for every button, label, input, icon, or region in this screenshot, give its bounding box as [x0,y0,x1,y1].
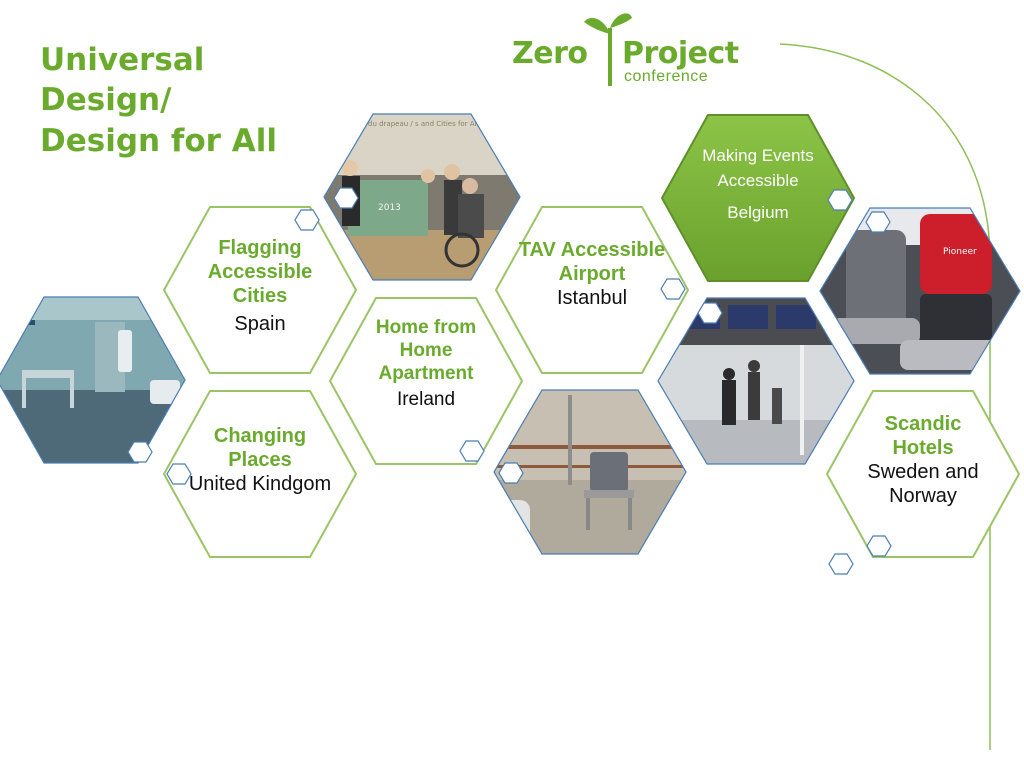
tile-label: Home from Home Apartment Ireland [351,317,501,412]
hex-tav-accessible-airport: TAV Accessible Airport Istanbul [495,206,689,374]
hex-home-from-home-apartment: Home from Home Apartment Ireland [329,297,523,465]
flag-banner-text: du drapeau / s and Cities for All » / il… [368,120,652,128]
hex-outline [329,297,523,465]
title-line-2: Design/ [40,82,172,119]
hex-scandic-hotels: Scandic Hotels Sweden and Norway [826,390,1020,558]
slide-title: Universal Design/ Design for All [40,40,277,161]
mini-hex-icon [333,187,359,209]
logo-subtitle: conference [624,68,709,85]
tile-country: Sweden and Norway [867,461,979,507]
tile-country: Istanbul [556,287,628,309]
hex-outline [163,390,357,558]
hex-outline [826,390,1020,558]
tile-label: Scandic Hotels Sweden and Norway [864,412,982,508]
accessible-bathroom-photo [0,297,185,463]
tile-heading: TAV Accessible Airport [518,239,666,285]
tile-country: United Kindgom [188,473,332,495]
logo-word-zero: Zero [512,36,588,71]
sprout-icon [584,13,632,86]
title-line-3: Design for All [40,122,277,159]
tile-heading: Flagging Accessible Cities [207,237,313,307]
hex-making-events-accessible: Making Events Accessible Belgium [661,114,855,282]
hex-outline [495,206,689,374]
tile-label: Making Events Accessible Belgium [701,144,815,226]
mini-hex-icon [498,462,524,484]
flag-year-text: 2013 [378,203,401,213]
tile-country: Belgium [727,203,789,223]
tile-label: TAV Accessible Airport Istanbul [517,238,667,310]
title-line-1: Universal [40,42,205,78]
mini-hex-icon [865,211,891,233]
tile-label: Flagging Accessible Cities Spain [185,236,335,336]
tile-country: Ireland [396,389,456,411]
tile-heading: Scandic Hotels [884,413,962,459]
seat-brand-text: Pioneer [943,247,977,257]
logo-word-project: Project [622,36,739,71]
tile-country: Spain [234,313,286,335]
hex-outline [661,114,855,282]
hex-outline [163,206,357,374]
hex-flagging-accessible-cities: Flagging Accessible Cities Spain [163,206,357,374]
mini-hex-icon [697,302,723,324]
tile-heading: Changing Places [213,425,307,471]
tile-heading: Home from Home Apartment [375,317,477,384]
zero-project-logo: Zero Project conference [508,8,768,98]
tile-label: Changing Places United Kindgom [185,424,335,496]
tile-heading: Making Events Accessible [702,146,814,190]
hex-changing-places: Changing Places United Kindgom [163,390,357,558]
mini-hex-icon [127,441,153,463]
